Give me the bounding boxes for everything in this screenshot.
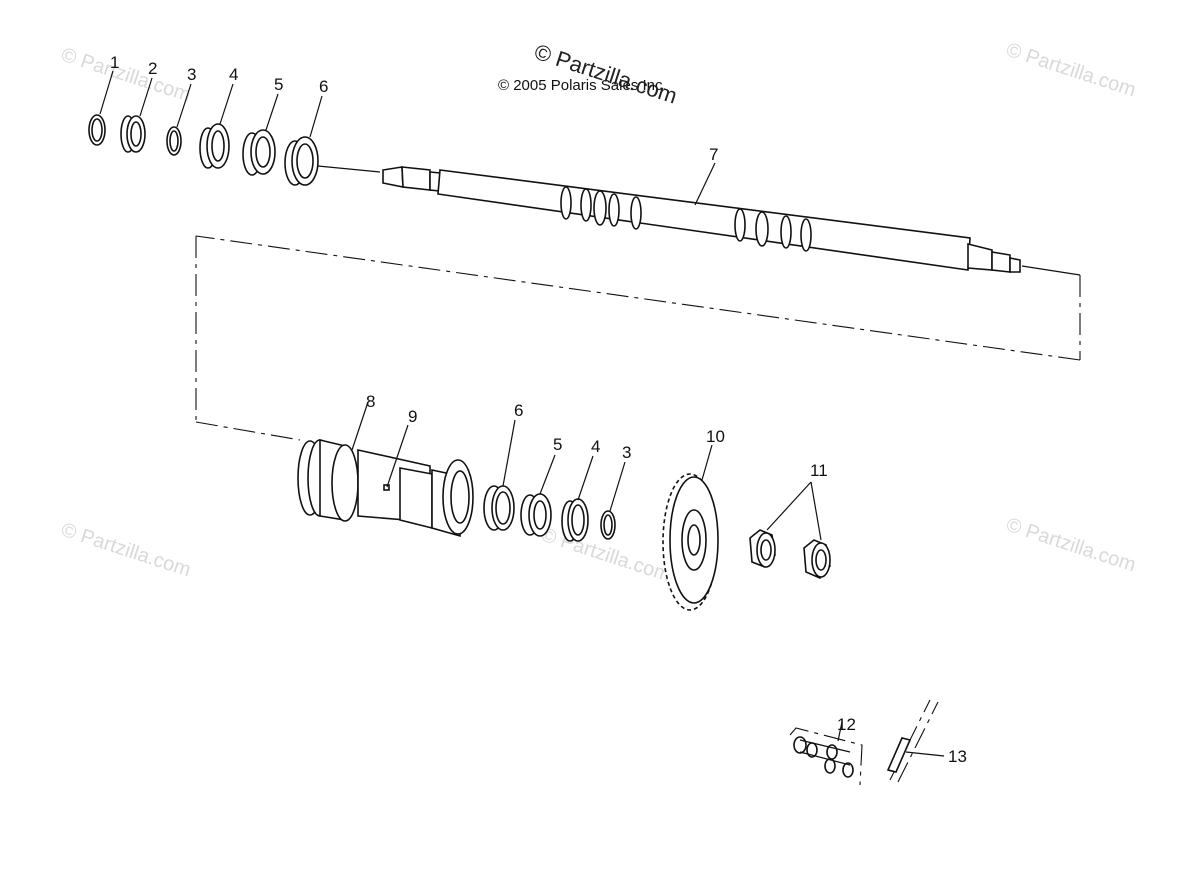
part-3-ring-lower [600,461,626,540]
part-2-bearing [120,115,146,153]
callout-2: 2 [148,59,157,78]
part-12-chain-link [789,721,863,786]
part-4-sleeve [199,123,230,169]
callouts: 1 2 3 4 5 6 7 8 9 6 5 4 3 10 11 12 13 [99,53,967,766]
copyright-text: © 2005 Polaris Sales Inc. [498,77,667,94]
part-1-ring [88,114,106,146]
svg-text:© Partzilla.com: © Partzilla.com [58,44,193,107]
callout-4-lower: 4 [591,437,600,456]
part-8-hub [297,401,474,538]
callout-3-lower: 3 [622,443,631,462]
callout-4: 4 [229,65,238,84]
svg-text:© Partzilla.com: © Partzilla.com [58,519,193,582]
part-4-sleeve-lower [561,455,594,542]
center-watermark: © Partzilla.com [531,39,680,109]
part-5-bearing-lower [520,454,556,537]
part-10-sprocket [662,444,719,611]
callout-11: 11 [810,461,828,480]
part-5-bearing [242,129,276,176]
part-3-ring [166,126,182,156]
phantom-connector-lines [195,235,1081,441]
callout-5: 5 [274,75,283,94]
callout-3: 3 [187,65,196,84]
callout-8: 8 [366,392,375,411]
callout-1: 1 [110,53,119,72]
part-13-chain [886,699,945,783]
callout-10: 10 [706,427,725,446]
callout-13: 13 [948,747,967,766]
callout-6-lower: 6 [514,401,523,420]
part-11-nuts [749,481,831,579]
part-9-stud [383,424,409,491]
svg-text:© Partzilla.com: © Partzilla.com [1003,39,1138,102]
callout-6: 6 [319,77,328,96]
callout-9: 9 [408,407,417,426]
callout-12: 12 [837,715,856,734]
part-6-sleeve [284,136,319,186]
callout-7: 7 [709,145,718,164]
part-7-axle-shaft [317,162,1081,276]
svg-text:© Partzilla.com: © Partzilla.com [1003,514,1138,577]
callout-5-lower: 5 [553,435,562,454]
part-6-sleeve-lower [483,419,516,531]
